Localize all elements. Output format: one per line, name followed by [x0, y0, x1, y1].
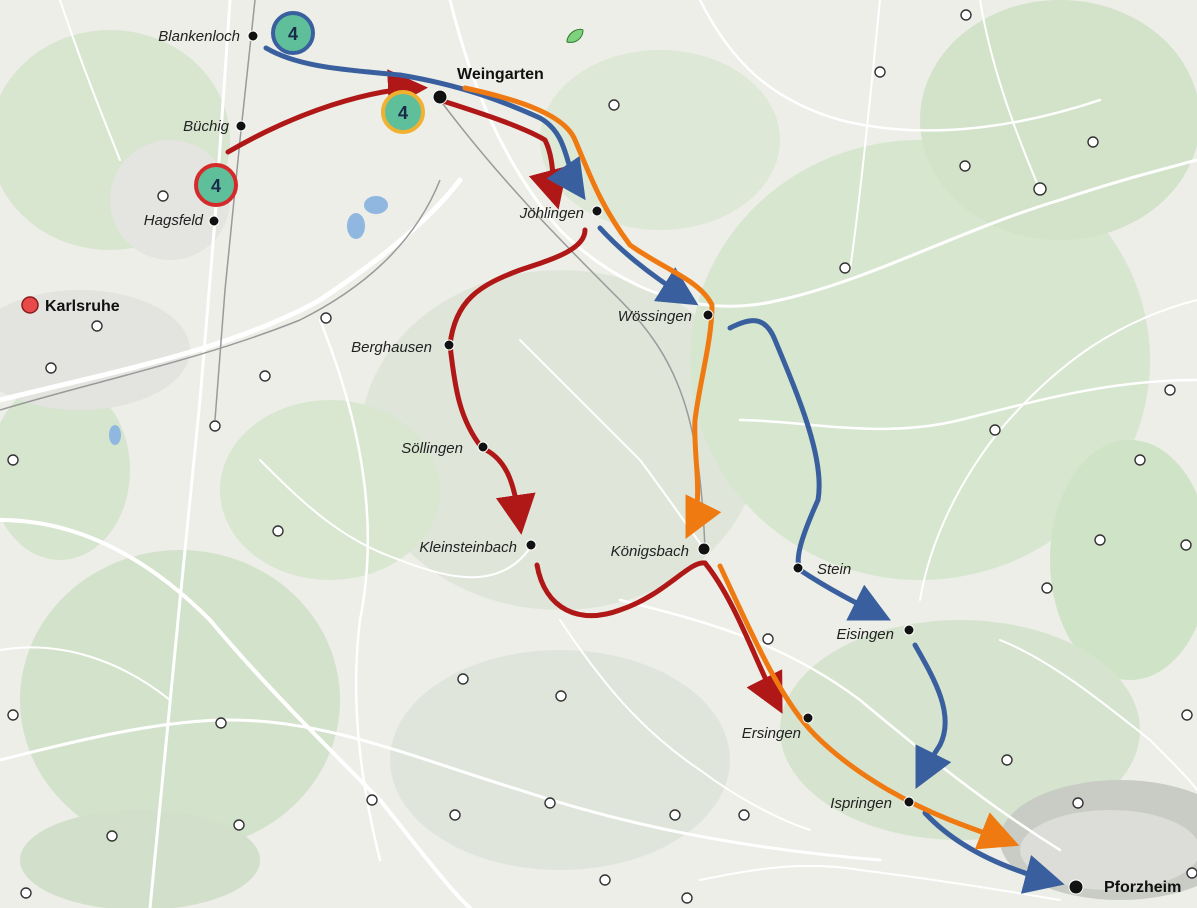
label-eisingen: Eisingen: [836, 626, 894, 643]
label-woessingen: Wössingen: [618, 308, 692, 325]
label-soellingen: Söllingen: [401, 440, 463, 457]
route-orange[interactable]: [462, 85, 1020, 850]
label-hagsfeld: Hagsfeld: [144, 212, 204, 229]
label-koenigsbach: Königsbach: [611, 543, 689, 560]
label-kleinsteinbach: Kleinsteinbach: [419, 539, 517, 556]
label-joehlingen: Jöhlingen: [519, 205, 584, 222]
karlsruhe-marker[interactable]: [21, 296, 39, 314]
leaf-icon: [566, 28, 584, 43]
label-pforzheim: Pforzheim: [1104, 879, 1181, 896]
badge-orange-label: 4: [398, 103, 408, 123]
label-berghausen: Berghausen: [351, 339, 432, 356]
label-weingarten: Weingarten: [457, 66, 544, 83]
label-ispringen: Ispringen: [830, 795, 892, 812]
label-buechig: Büchig: [183, 118, 230, 135]
badge-blue-label: 4: [288, 24, 298, 44]
badge-red-label: 4: [211, 176, 221, 196]
label-karlsruhe: Karlsruhe: [45, 298, 120, 315]
badge-orange[interactable]: 4: [381, 90, 425, 134]
station-labels: Blankenloch Weingarten Büchig Hagsfeld K…: [45, 28, 1181, 896]
label-stein: Stein: [817, 561, 851, 578]
station-dots: [208, 30, 1084, 895]
badge-red[interactable]: 4: [194, 163, 238, 207]
label-ersingen: Ersingen: [742, 725, 801, 742]
place-markers: [7, 9, 1197, 904]
label-blankenloch: Blankenloch: [158, 28, 240, 45]
badge-blue[interactable]: 4: [271, 11, 315, 55]
